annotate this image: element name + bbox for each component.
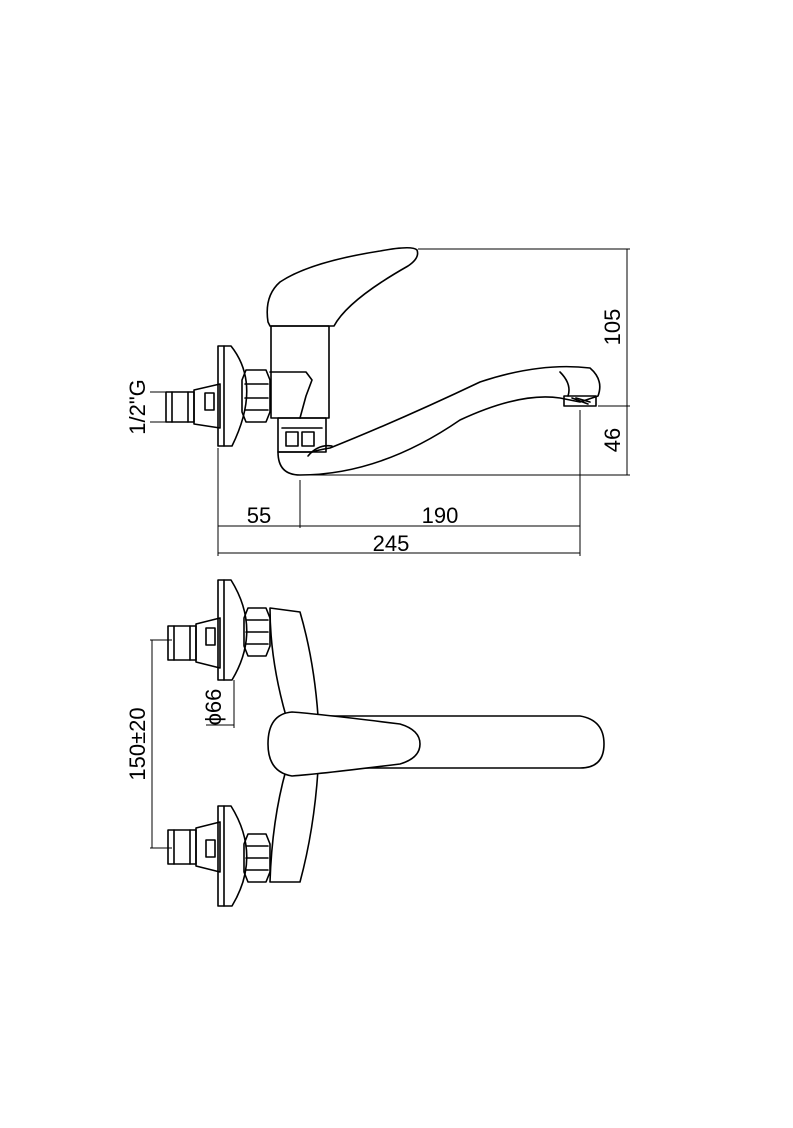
dim-label-55: 55	[247, 503, 271, 528]
dim-label-190: 190	[422, 503, 459, 528]
dim-label-105: 105	[600, 309, 625, 346]
diameter-symbol: ϕ	[201, 713, 226, 725]
diameter-value: 66	[201, 689, 226, 713]
dim-label-46: 46	[600, 428, 625, 452]
dim-label-thread: 1/2"G	[125, 379, 150, 435]
side-view: 105 46 55 190 245 1/2"G	[125, 246, 630, 556]
dim-label-centre-distance: 150±20	[125, 707, 150, 780]
dim-label-245: 245	[373, 531, 410, 556]
dim-label-diameter: ϕ66	[201, 689, 226, 726]
front-view: ϕ66 150±20	[125, 579, 605, 907]
